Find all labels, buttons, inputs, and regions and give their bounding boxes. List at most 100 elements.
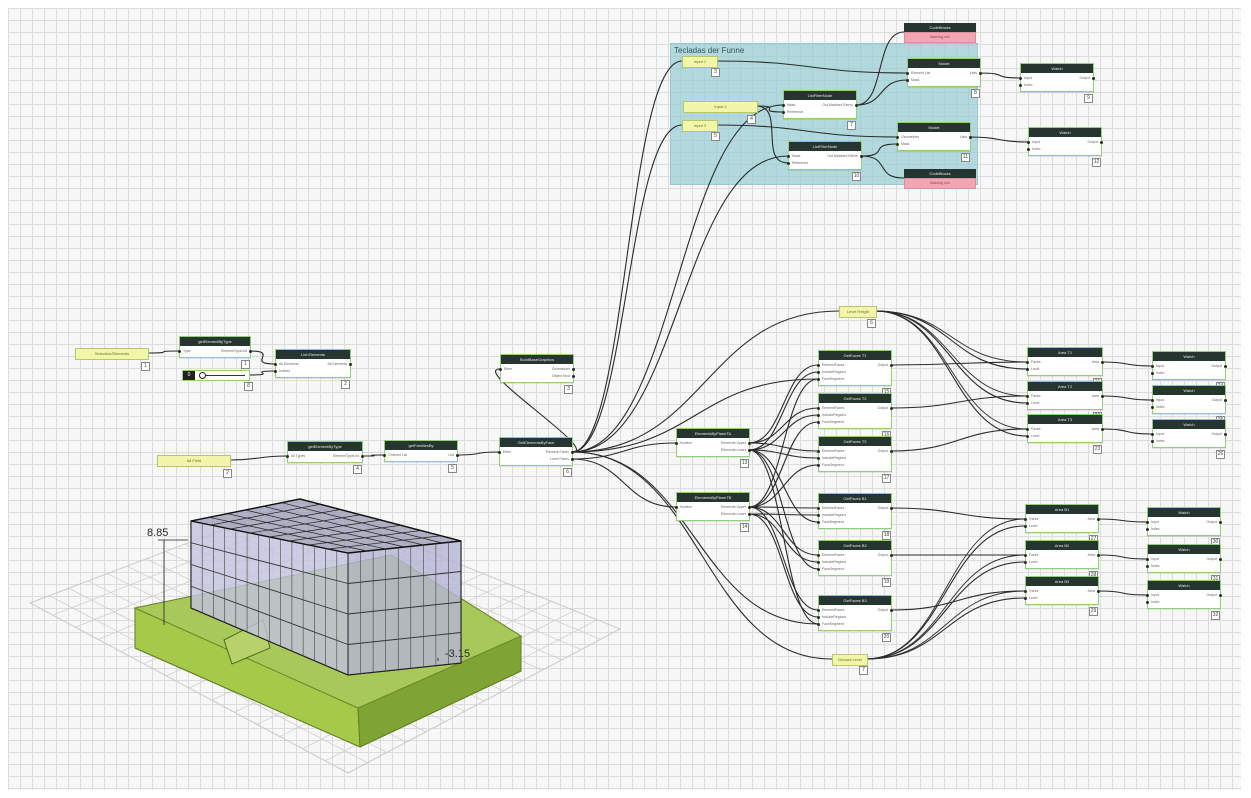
wire[interactable] <box>865 590 1026 660</box>
port-connector-icon[interactable] <box>1146 593 1149 597</box>
port-connector-icon[interactable] <box>1224 432 1227 436</box>
input-port[interactable]: Indices <box>279 369 291 373</box>
wire[interactable] <box>748 364 819 444</box>
port-connector-icon[interactable] <box>1026 367 1029 371</box>
port-connector-icon[interactable] <box>896 135 899 139</box>
input-pill-level-height[interactable]: Level Height <box>839 306 877 318</box>
output-port[interactable]: Out Matched Elems <box>822 103 853 107</box>
output-port[interactable]: Element Faces <box>545 450 569 454</box>
port-connector-icon[interactable] <box>906 78 909 82</box>
input-port[interactable]: Level <box>1031 401 1040 405</box>
port-connector-icon[interactable] <box>748 505 751 509</box>
port-connector-icon[interactable] <box>1151 432 1154 436</box>
wire[interactable] <box>571 451 833 660</box>
port-connector-icon[interactable] <box>890 553 893 557</box>
wire[interactable] <box>1097 590 1148 596</box>
port-connector-icon[interactable] <box>1101 394 1104 398</box>
input-port[interactable]: Reference <box>792 161 809 165</box>
port-connector-icon[interactable] <box>456 453 459 457</box>
output-port[interactable]: Lists <box>969 71 977 75</box>
output-port[interactable]: Elements Upper <box>720 441 746 445</box>
port-connector-icon[interactable] <box>1026 401 1029 405</box>
input-port[interactable]: Faces <box>1029 553 1039 557</box>
node-title[interactable]: GetFaces T3 <box>819 437 891 446</box>
port-connector-icon[interactable] <box>782 110 785 114</box>
port-connector-icon[interactable] <box>1026 394 1029 398</box>
output-port[interactable]: Output <box>1079 76 1090 80</box>
node-title[interactable]: Model <box>898 123 970 132</box>
input-port[interactable]: Input <box>1156 364 1164 368</box>
output-port[interactable]: Output <box>877 406 888 410</box>
node-title[interactable]: Area T2 <box>1028 382 1102 391</box>
input-port[interactable]: Level <box>1029 560 1038 564</box>
input-pill-1[interactable]: Input 1 <box>682 56 718 68</box>
node-title[interactable]: ListFilterNode <box>784 91 856 100</box>
wire[interactable] <box>748 407 819 444</box>
port-connector-icon[interactable] <box>498 450 501 454</box>
wire[interactable] <box>855 31 905 106</box>
wire[interactable] <box>249 350 276 365</box>
node-title[interactable]: Watch <box>1148 545 1220 554</box>
port-connector-icon[interactable] <box>817 567 820 571</box>
port-connector-icon[interactable] <box>1146 527 1149 531</box>
input-port[interactable]: ElementFaces <box>822 406 845 410</box>
output-port[interactable]: ElementTypeList <box>221 349 247 353</box>
node-title[interactable]: ElementsByPlaneTB <box>677 493 749 502</box>
wire[interactable] <box>748 513 819 516</box>
output-port[interactable]: Geometries <box>551 367 570 371</box>
node-title[interactable]: Area B2 <box>1026 541 1098 550</box>
port-connector-icon[interactable] <box>890 449 893 453</box>
output-port[interactable]: Lists <box>959 135 967 139</box>
port-connector-icon[interactable] <box>1024 596 1027 600</box>
wire[interactable] <box>748 506 819 556</box>
port-connector-icon[interactable] <box>349 362 352 366</box>
output-port[interactable]: Output <box>877 449 888 453</box>
node-title[interactable]: Watch <box>1153 352 1225 361</box>
output-port[interactable]: Output <box>877 363 888 367</box>
port-connector-icon[interactable] <box>286 454 289 458</box>
wire[interactable] <box>748 378 819 508</box>
port-connector-icon[interactable] <box>1027 147 1030 151</box>
input-port[interactable]: IncludeRegions <box>822 413 847 417</box>
input-port[interactable]: Level <box>1031 434 1040 438</box>
input-port[interactable]: Level <box>1031 367 1040 371</box>
input-port[interactable]: IncludeRegions <box>822 456 847 460</box>
wire[interactable] <box>748 414 819 451</box>
warning-node[interactable]: CodeBlocks Warning Info <box>904 169 976 189</box>
port-connector-icon[interactable] <box>383 453 386 457</box>
wire[interactable] <box>748 506 819 611</box>
input-port[interactable]: Element List <box>911 71 931 75</box>
port-connector-icon[interactable] <box>572 374 575 378</box>
wire[interactable] <box>748 449 819 459</box>
input-port[interactable]: IncludeRegions <box>822 370 847 374</box>
wire[interactable] <box>748 449 819 523</box>
output-port[interactable]: Area <box>1087 517 1095 521</box>
output-port[interactable]: Output <box>877 553 888 557</box>
input-port[interactable]: Reference <box>787 110 804 114</box>
wire[interactable] <box>1097 554 1148 560</box>
port-connector-icon[interactable] <box>890 363 893 367</box>
wire[interactable] <box>571 124 683 453</box>
port-connector-icon[interactable] <box>817 608 820 612</box>
input-pill-selection[interactable]: Selection/Elements <box>75 348 149 360</box>
port-connector-icon[interactable] <box>817 406 820 410</box>
node-graph-canvas[interactable]: Tecladas der Funne 8.85 -3.15 Selection/… <box>8 8 1241 790</box>
port-connector-icon[interactable] <box>979 71 982 75</box>
wire[interactable] <box>860 143 898 157</box>
node-title[interactable]: GetFaces T2 <box>819 394 891 403</box>
wire[interactable] <box>755 105 784 113</box>
port-connector-icon[interactable] <box>896 142 899 146</box>
wire[interactable] <box>890 590 1026 611</box>
input-port[interactable]: Geometries <box>901 135 920 139</box>
